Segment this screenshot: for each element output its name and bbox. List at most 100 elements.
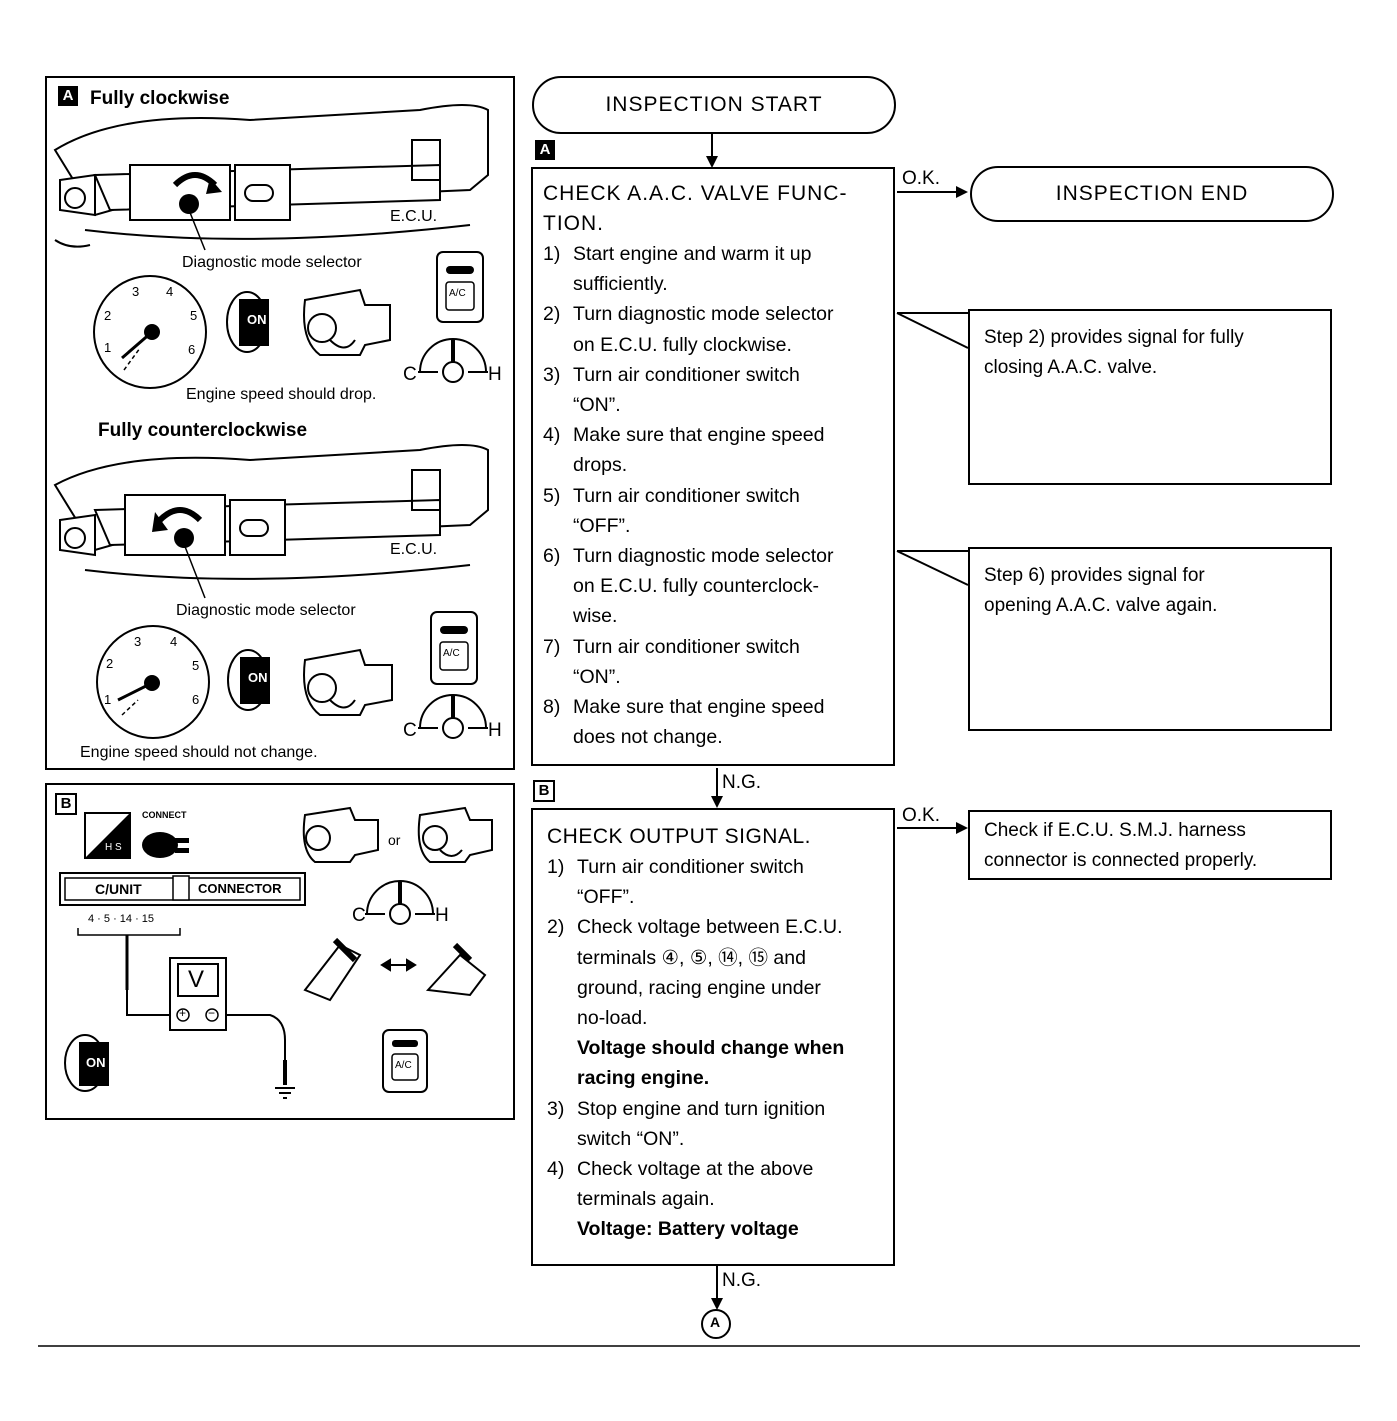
box_a-step-number: 2) (543, 303, 561, 326)
box_b-step-spec: Voltage: Battery voltage (577, 1218, 799, 1241)
panel-b-badge: B (55, 793, 77, 815)
box_b-step-text: no-load. (577, 1007, 648, 1030)
box_b-step-text: Stop engine and turn ignition (577, 1097, 826, 1120)
ac-switch-icon-2 (430, 611, 478, 685)
gauge-tick-4: 4 (166, 284, 174, 299)
ac-switch-icon-3 (382, 1029, 428, 1093)
check-aac-title-2: TION. (543, 212, 604, 235)
cunit-label: C/UNIT (95, 881, 142, 897)
temperature-dial-icon-3 (365, 880, 435, 925)
ng-label-2: N.G. (722, 1270, 762, 1291)
offpage-connector-a (701, 1309, 731, 1339)
gauge2-tick-5: 5 (192, 658, 200, 673)
selector-label-2: Diagnostic mode selector (176, 602, 356, 619)
box_a-step-3: 3)Turn air conditioner switch“ON”. (543, 360, 893, 420)
voltmeter-icon (169, 957, 227, 1031)
note-harness-line-2: connector is connected properly. (984, 850, 1258, 871)
temp-c-label-2: C (403, 720, 417, 741)
note-step-6-line-2: opening A.A.C. valve again. (984, 595, 1218, 616)
box_a-step-number: 4) (543, 424, 561, 447)
panel-a-badge: A (58, 86, 78, 106)
box_a-step-text: wise. (573, 605, 618, 628)
box_b-step-number: 3) (547, 1097, 565, 1120)
box_b-step-text: terminals ④, ⑤, ⑭, ⑮ and (577, 946, 806, 969)
box_b-step-text: Turn air conditioner switch (577, 856, 804, 878)
key-on-label-2: ON (248, 670, 268, 685)
box_b-step-text: Check voltage at the above (577, 1158, 814, 1181)
box_a-step-4: 4) Make sure that engine speed drops. (543, 420, 893, 480)
step-a-badge: A (535, 140, 555, 160)
connector-label: CONNECTOR (198, 881, 282, 896)
caption-speed-no-change: Engine speed should not change. (80, 744, 318, 761)
ac-label-2: A/C (443, 648, 460, 659)
caption-speed-drop: Engine speed should drop. (186, 386, 377, 403)
heading-fully-clockwise: Fully clockwise (90, 88, 230, 109)
box_a-step-text: Turn air conditioner switch (573, 363, 800, 386)
gauge2-tick-1: 1 (104, 692, 112, 707)
temp-c-label-3: C (352, 905, 366, 926)
ac-label: A/C (449, 288, 466, 299)
note-step-6-line-1: Step 6) provides signal for (984, 565, 1205, 586)
gauge-tick-1: 1 (104, 340, 112, 355)
cunit-connector-bar (59, 872, 306, 906)
arrow-counterclockwise-icon (157, 507, 203, 523)
box_b-step-text: “OFF”. (577, 886, 635, 909)
temp-h-label-3: H (435, 905, 449, 926)
box_b-step-number: 1) (547, 856, 565, 878)
box_a-step-text: drops. (573, 454, 628, 477)
connect-label: CONNECT (142, 810, 187, 820)
key-on-label-3: ON (86, 1055, 106, 1070)
box_a-step-number: 6) (543, 545, 561, 568)
heading-fully-counterclockwise: Fully counterclockwise (98, 420, 308, 441)
box_a-step-text: sufficiently. (573, 273, 668, 296)
box_b-step-1: 1) Turn air conditioner switch “OFF”. (547, 852, 893, 912)
box_a-step-text: Make sure that engine speed (573, 424, 825, 447)
box_a-step-text: on E.C.U. fully counterclock- (573, 575, 820, 598)
gauge-tick-3: 3 (132, 284, 140, 299)
ok-label-1: O.K. (902, 168, 941, 189)
tachometer-gauge-1 (93, 275, 207, 389)
check-output-steps: 1)Turn air conditioner switch“OFF”.2)Che… (547, 852, 893, 1245)
step-b-badge: B (533, 780, 555, 802)
box_a-step-number: 5) (543, 484, 561, 507)
note-step-6: Step 6) provides signal for opening A.A.… (968, 547, 1332, 731)
tachometer-gauge-2 (96, 625, 210, 739)
box_a-step-text: “ON”. (573, 394, 621, 417)
box_a-step-number: 8) (543, 696, 561, 719)
box_a-step-text: “OFF”. (573, 514, 631, 537)
box_a-step-text: Make sure that engine speed (573, 696, 825, 719)
ignition-key-icon (226, 291, 269, 353)
engine-icon-2 (303, 648, 393, 716)
temp-h-label-2: H (488, 720, 502, 741)
hs-label: H S (105, 842, 122, 853)
gauge2-tick-3: 3 (134, 634, 142, 649)
plus-terminal: + (179, 1006, 187, 1020)
gauge2-tick-2: 2 (106, 656, 114, 671)
box_a-step-text: “ON”. (573, 665, 621, 688)
or-label: or (388, 832, 401, 848)
ng-label-1: N.G. (722, 772, 762, 793)
accelerator-pedal-icon (303, 937, 487, 1002)
note-step-2: Step 2) provides signal for fully closin… (968, 309, 1332, 485)
box_a-step-text: Start engine and warm it up (573, 243, 812, 265)
gauge2-tick-6: 6 (192, 692, 200, 707)
box_a-step-text: Turn diagnostic mode selector (573, 303, 834, 326)
temp-h-label: H (488, 364, 502, 385)
box_a-step-number: 7) (543, 635, 561, 658)
check-aac-valve-box: CHECK A.A.C. VALVE FUNC- TION. 1)Start e… (531, 167, 895, 766)
ignition-key-icon-3 (64, 1034, 109, 1092)
gauge-tick-2: 2 (104, 308, 112, 323)
illustration-panel-b (45, 783, 515, 1120)
box_a-step-text: Turn air conditioner switch (573, 484, 800, 507)
box_b-step-spec: Voltage should change when (577, 1037, 845, 1060)
box_b-step-text: ground, racing engine under (577, 976, 821, 999)
ac-label-3: A/C (395, 1060, 412, 1071)
ground-icon (275, 1087, 295, 1099)
